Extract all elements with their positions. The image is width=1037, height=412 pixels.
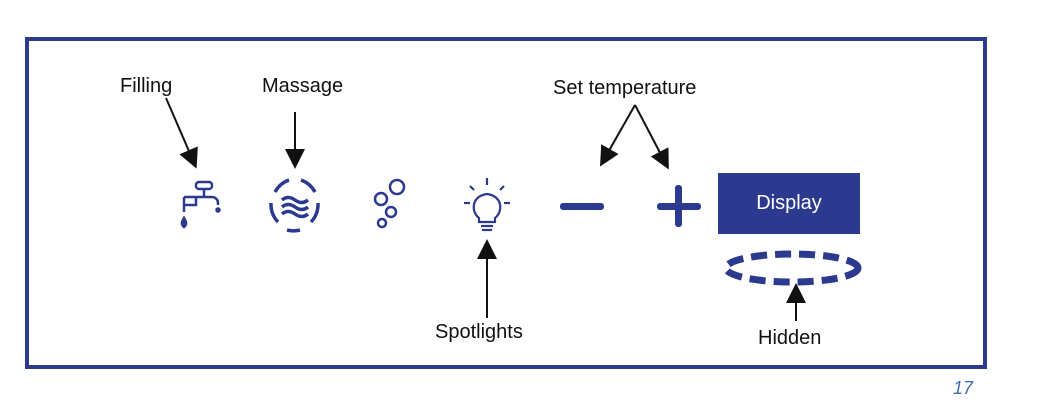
filling-label: Filling [120,75,173,97]
page-number: 17 [952,378,973,398]
bubbles-icon[interactable] [373,178,406,229]
hidden-ring-icon[interactable] [722,250,862,286]
lightbulb-icon[interactable] [464,178,510,232]
massage-label: Massage [262,75,344,97]
set-temperature-arrow-plus [634,104,669,170]
faucet-icon[interactable] [180,180,221,229]
display-button[interactable]: Display [718,173,860,234]
set-temperature-arrow-minus [600,104,636,167]
control-panel-frame [25,37,987,369]
minus-icon[interactable] [560,203,604,210]
plus-icon[interactable] [657,185,701,227]
hidden-label: Hidden [758,327,822,349]
massage-waves-icon[interactable] [269,178,320,233]
spotlights-label: Spotlights [435,321,523,343]
set-temperature-label: Set temperature [553,77,697,99]
filling-arrow [165,97,198,169]
